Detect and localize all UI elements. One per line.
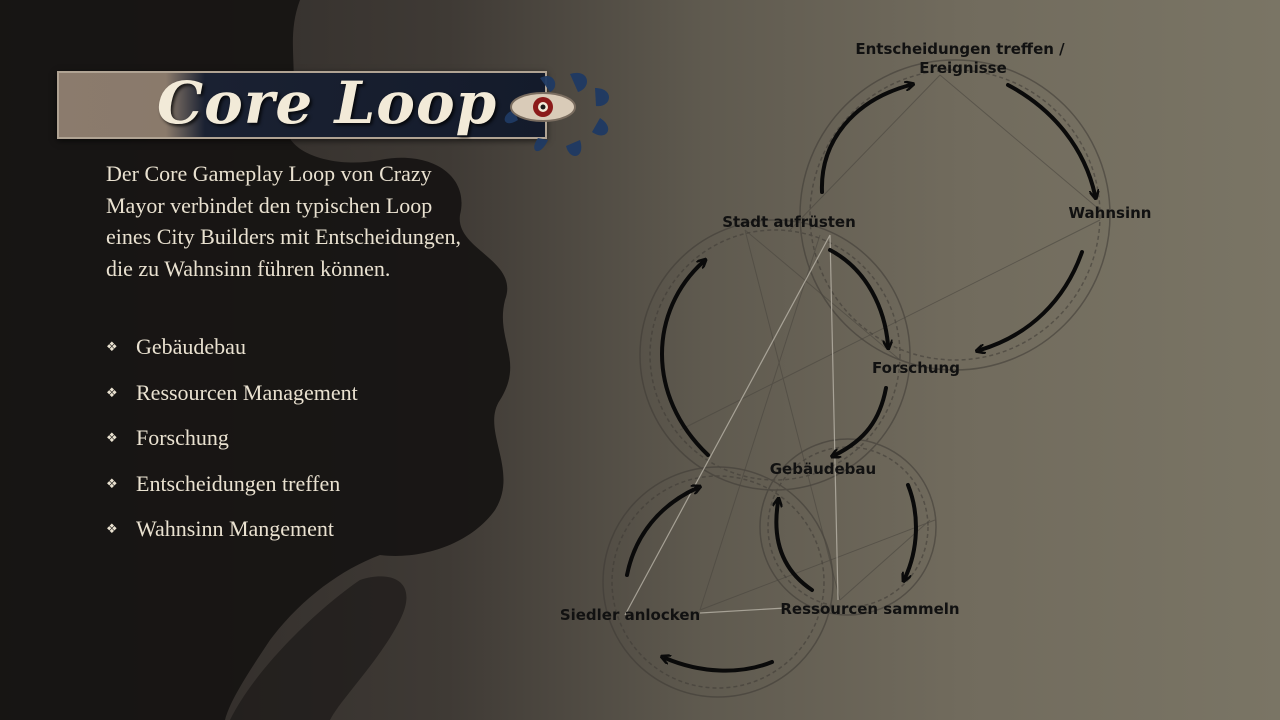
- list-item-label: Forschung: [136, 425, 229, 450]
- magic-circle-left: [640, 220, 910, 490]
- arrow-upgrade-to-decisions: [822, 85, 910, 192]
- list-item: ❖ Ressourcen Management: [106, 376, 358, 422]
- node-upgrade-city-label: Stadt aufrüsten: [722, 213, 856, 231]
- node-decisions-label-line1: Entscheidungen treffen /: [855, 40, 1065, 58]
- connector-lines: [680, 75, 1100, 610]
- list-item-label: Gebäudebau: [136, 334, 246, 359]
- list-item-label: Ressourcen Management: [136, 380, 358, 405]
- list-item: ❖ Forschung: [106, 421, 358, 467]
- list-item-label: Wahnsinn Mangement: [136, 516, 334, 541]
- node-decisions-label-line2: Ereignisse: [919, 59, 1007, 77]
- list-item: ❖ Entscheidungen treffen: [106, 467, 358, 513]
- list-item-label: Entscheidungen treffen: [136, 471, 340, 496]
- diamond-bullet-icon: ❖: [106, 421, 118, 455]
- magic-circle-bottom-left: [603, 467, 833, 697]
- diamond-bullet-icon: ❖: [106, 376, 118, 410]
- core-loop-diagram: Entscheidungen treffen / Ereignisse Wahn…: [540, 30, 1200, 720]
- arrow-left-loop-up: [662, 262, 708, 455]
- node-madness-label: Wahnsinn: [1069, 204, 1152, 222]
- node-gather-resources-label: Ressourcen sammeln: [780, 600, 959, 618]
- arrow-decisions-to-madness: [1008, 85, 1095, 195]
- diamond-bullet-icon: ❖: [106, 467, 118, 501]
- node-research-label: Forschung: [872, 359, 960, 377]
- feature-list: ❖ Gebäudebau ❖ Ressourcen Management ❖ Fors…: [106, 330, 358, 558]
- diamond-bullet-icon: ❖: [106, 330, 118, 364]
- intro-paragraph: Der Core Gameplay Loop von Crazy Mayor v…: [106, 158, 476, 284]
- title-banner: Core Loop: [57, 71, 547, 139]
- arrow-resources-to-settlers: [665, 658, 772, 671]
- arrow-resources-loop-up: [776, 502, 812, 590]
- node-building-label: Gebäudebau: [770, 460, 876, 478]
- arrow-building-to-resources: [905, 485, 916, 578]
- list-item: ❖ Wahnsinn Mangement: [106, 512, 358, 558]
- node-attract-settlers-label: Siedler anlocken: [560, 606, 700, 624]
- list-item: ❖ Gebäudebau: [106, 330, 358, 376]
- diamond-bullet-icon: ❖: [106, 512, 118, 546]
- highlight-lines: [625, 235, 838, 615]
- page-title: Core Loop: [157, 69, 497, 137]
- arrow-madness-to-research: [980, 252, 1082, 350]
